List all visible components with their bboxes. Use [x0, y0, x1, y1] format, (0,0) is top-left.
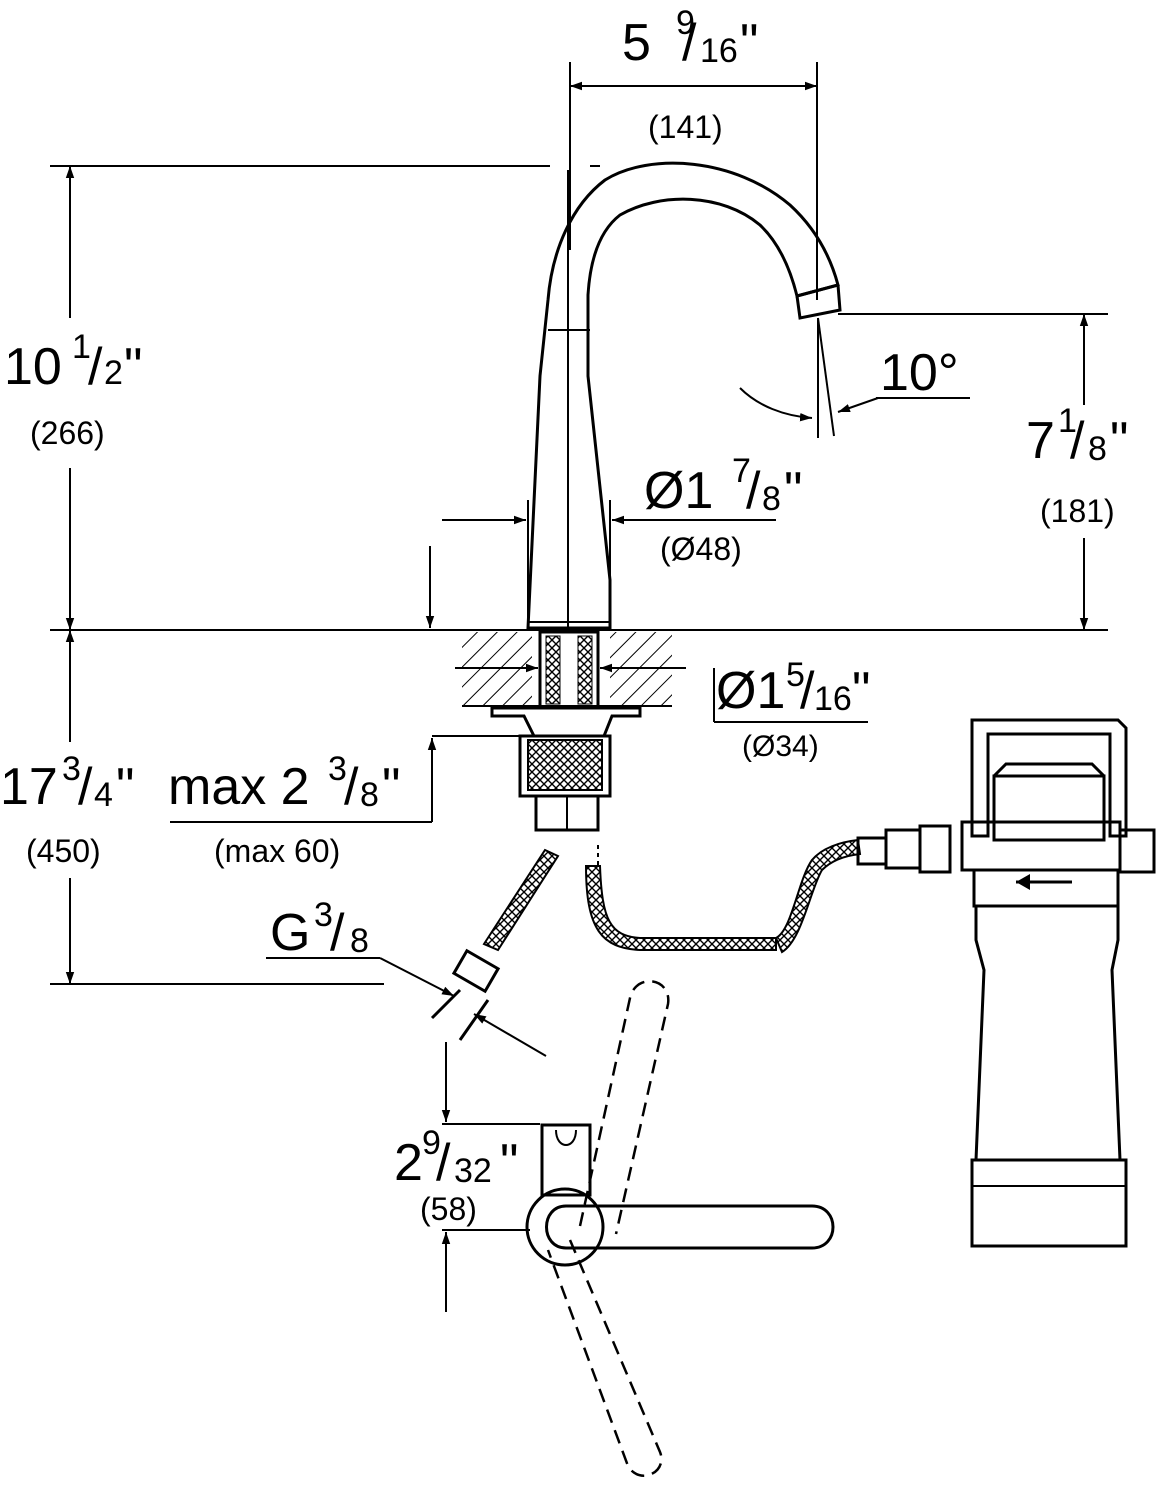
faucet-body — [526, 161, 842, 630]
svg-text:(58): (58) — [420, 1191, 477, 1227]
svg-text:2: 2 — [394, 1134, 423, 1192]
svg-text:/: / — [344, 758, 359, 816]
threaded-shank — [490, 630, 642, 832]
svg-text:": " — [1110, 412, 1128, 470]
below-deck-label: 17 3 / 4 " (450) — [0, 750, 134, 869]
svg-text:8: 8 — [762, 480, 781, 518]
svg-text:3: 3 — [314, 896, 333, 934]
svg-text:8: 8 — [1088, 430, 1107, 468]
svg-text:/: / — [800, 662, 815, 720]
svg-text:1: 1 — [72, 328, 91, 366]
svg-text:7: 7 — [732, 452, 751, 490]
svg-text:(266): (266) — [30, 415, 105, 451]
svg-text:(Ø48): (Ø48) — [660, 531, 742, 567]
svg-text:(450): (450) — [26, 833, 101, 869]
total-height-label: 10 1 / 2 " (266) — [4, 328, 142, 451]
connection-label: G 3 / 8 — [270, 896, 369, 962]
svg-text:/: / — [746, 462, 761, 520]
svg-text:max 2: max 2 — [168, 758, 310, 816]
svg-text:8: 8 — [350, 922, 369, 960]
spout-height-label: 7 1 / 8 " (181) — [1026, 402, 1128, 529]
svg-text:(max 60): (max 60) — [214, 833, 340, 869]
svg-text:9: 9 — [676, 4, 695, 42]
svg-text:G: G — [270, 904, 310, 962]
filter-unit — [960, 718, 1156, 1248]
svg-text:Ø1: Ø1 — [716, 662, 785, 720]
svg-text:3: 3 — [62, 750, 81, 788]
svg-text:3: 3 — [328, 750, 347, 788]
svg-text:": " — [382, 758, 400, 816]
svg-text:(181): (181) — [1040, 493, 1115, 529]
body-diameter-label: Ø1 7 / 8 " (Ø48) — [644, 452, 802, 567]
svg-text:9: 9 — [422, 1124, 441, 1162]
svg-text:/: / — [330, 904, 345, 962]
svg-text:10°: 10° — [880, 344, 959, 402]
svg-text:": " — [124, 338, 142, 396]
svg-text:/: / — [78, 758, 93, 816]
svg-text:16: 16 — [814, 680, 852, 718]
svg-text:32: 32 — [454, 1152, 492, 1190]
supply-hoses — [430, 824, 952, 1041]
svg-text:": " — [784, 462, 802, 520]
svg-text:5: 5 — [786, 656, 805, 694]
spout-reach-label: 5 9 / 16 " (141) — [622, 4, 758, 145]
svg-text:8: 8 — [360, 776, 379, 814]
svg-text:": " — [852, 662, 870, 720]
svg-text:/: / — [436, 1134, 451, 1192]
svg-text:5: 5 — [622, 14, 651, 72]
lever-handle — [525, 980, 835, 1477]
svg-text:(141): (141) — [648, 109, 723, 145]
svg-text:2: 2 — [104, 354, 123, 392]
svg-text:(Ø34): (Ø34) — [742, 730, 819, 763]
svg-text:4: 4 — [94, 776, 113, 814]
svg-text:Ø1: Ø1 — [644, 462, 713, 520]
svg-text:/: / — [1070, 412, 1085, 470]
handle-height-label: 2 9 / 32 " (58) — [394, 1124, 518, 1227]
svg-text:": " — [500, 1134, 518, 1192]
svg-text:17: 17 — [0, 758, 58, 816]
svg-text:": " — [116, 758, 134, 816]
hole-diameter-label: Ø1 5 / 16 " (Ø34) — [716, 656, 870, 763]
max-deck-label: max 2 3 / 8 " (max 60) — [168, 750, 400, 869]
svg-text:/: / — [682, 14, 697, 72]
svg-text:7: 7 — [1026, 412, 1055, 470]
svg-text:16: 16 — [700, 32, 738, 70]
svg-text:10: 10 — [4, 338, 62, 396]
spout-angle-label: 10° — [880, 344, 959, 402]
svg-text:/: / — [88, 338, 103, 396]
svg-text:": " — [740, 14, 758, 72]
svg-text:1: 1 — [1058, 402, 1077, 440]
